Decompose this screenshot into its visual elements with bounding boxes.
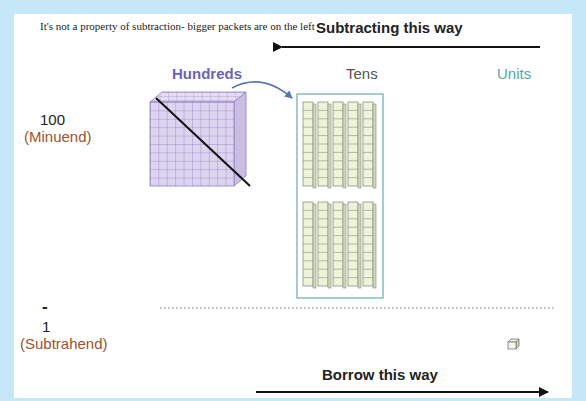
direction-label: Subtracting this way <box>316 20 463 37</box>
minuend-number: 100 <box>40 112 65 129</box>
column-heading: Units <box>497 66 531 83</box>
tens-box <box>297 94 383 298</box>
direction-arrow <box>282 46 540 48</box>
hundreds-block <box>150 92 250 186</box>
panel <box>14 14 572 398</box>
term-name: (Minuend) <box>24 129 92 146</box>
subtrahend-number: 1 <box>42 319 50 336</box>
cut-heading: It's not a property of subtraction- bigg… <box>40 20 315 32</box>
ten-rods <box>303 102 376 288</box>
exchange-arrow <box>232 82 292 98</box>
unit-cube <box>508 339 519 349</box>
dotted-line <box>160 308 556 309</box>
column-heading: Hundreds <box>172 66 242 83</box>
minus-sign: - <box>42 298 48 317</box>
direction-label: Borrow this way <box>322 367 438 384</box>
term-name: (Subtrahend) <box>20 336 108 353</box>
column-heading: Tens <box>346 66 378 83</box>
direction-arrow <box>256 391 548 393</box>
